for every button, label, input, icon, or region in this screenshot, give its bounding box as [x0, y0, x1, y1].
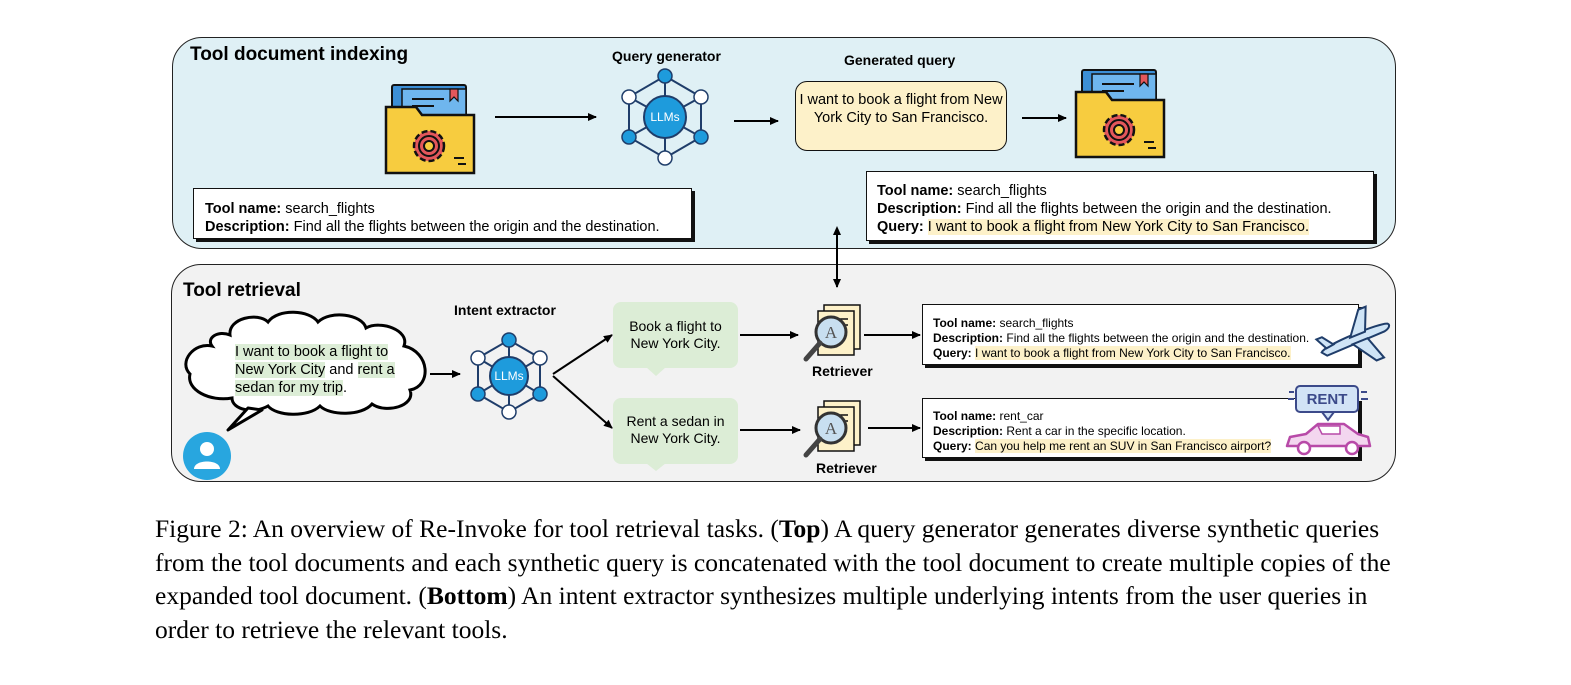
retriever-label-2: Retriever — [816, 460, 877, 476]
tool-description-value: Find all the flights between the origin … — [1006, 331, 1310, 345]
rent-sign-label: RENT — [1307, 391, 1348, 408]
tool-folder-icon — [384, 84, 476, 175]
tool-description-value: Find all the flights between the origin … — [965, 201, 1332, 217]
doc-field-key: Tool name: — [205, 201, 282, 217]
doc-field-key: Query: — [877, 219, 924, 235]
bubble-tail — [646, 463, 666, 471]
bubble-tail — [646, 367, 666, 376]
retrieved-tool-search-flights: Tool name: search_flights Description: F… — [922, 304, 1359, 365]
llm-label-top: LLMs — [650, 110, 679, 124]
generated-query-label: Generated query — [844, 52, 956, 68]
user-query-text: I want to book a flight to New York City… — [235, 344, 395, 396]
doc-field-key: Tool name: — [933, 316, 997, 330]
retriever-label-1: Retriever — [812, 363, 873, 379]
synthetic-query-value: Can you help me rent an SUV in San Franc… — [975, 439, 1272, 453]
tool-name-value: search_flights — [999, 316, 1074, 330]
doc-field-key: Tool name: — [877, 183, 954, 199]
doc-field-key: Description: — [205, 219, 290, 235]
tool-name-value: search_flights — [285, 201, 375, 217]
intent-bubble-car: Rent a sedan in New York City. — [613, 398, 738, 464]
doc-field-key: Description: — [933, 424, 1004, 438]
airplane-icon — [1314, 305, 1391, 362]
doc-field-key: Description: — [933, 331, 1004, 345]
query-generator-label: Query generator — [612, 48, 721, 64]
llm-network-icon: LLMs — [470, 332, 548, 420]
retriever-search-icon: A — [803, 304, 861, 362]
svg-text:A: A — [825, 323, 838, 342]
tool-name-value: search_flights — [957, 183, 1047, 199]
flow-arrows — [430, 113, 1067, 434]
doc-field-key: Query: — [933, 346, 972, 360]
tool-name-value: rent_car — [999, 409, 1044, 423]
tool-description-value: Find all the flights between the origin … — [293, 219, 660, 235]
tool-document-original: Tool name: search_flights Description: F… — [193, 188, 692, 239]
tool-description-value: Rent a car in the specific location. — [1006, 424, 1186, 438]
tool-document-expanded: Tool name: search_flights Description: F… — [866, 171, 1374, 241]
rent-car-icon: RENT — [1285, 385, 1372, 456]
retrieval-panel-title: Tool retrieval — [183, 280, 301, 301]
tool-folder-icon — [1074, 69, 1166, 159]
retrieved-tool-rent-car: Tool name: rent_car Description: Rent a … — [922, 398, 1359, 458]
llm-network-icon: LLMs — [621, 68, 709, 166]
synthetic-query-value: I want to book a flight from New York Ci… — [927, 219, 1309, 235]
indexing-panel-title: Tool document indexing — [190, 44, 409, 65]
synthetic-query-value: I want to book a flight from New York Ci… — [975, 346, 1291, 360]
doc-field-key: Tool name: — [933, 409, 997, 423]
figure-caption: Figure 2: An overview of Re-Invoke for t… — [155, 514, 1391, 644]
generated-query-box: I want to book a flight from New York Ci… — [795, 81, 1007, 151]
intent-extractor-label: Intent extractor — [454, 302, 556, 318]
user-avatar-icon — [183, 432, 231, 480]
doc-field-key: Description: — [877, 201, 962, 217]
doc-field-key: Query: — [933, 439, 972, 453]
llm-label-bottom: LLMs — [494, 369, 523, 383]
intent-bubble-flight: Book a flight to New York City. — [613, 302, 738, 368]
svg-text:A: A — [825, 419, 838, 438]
retriever-search-icon: A — [803, 400, 861, 458]
